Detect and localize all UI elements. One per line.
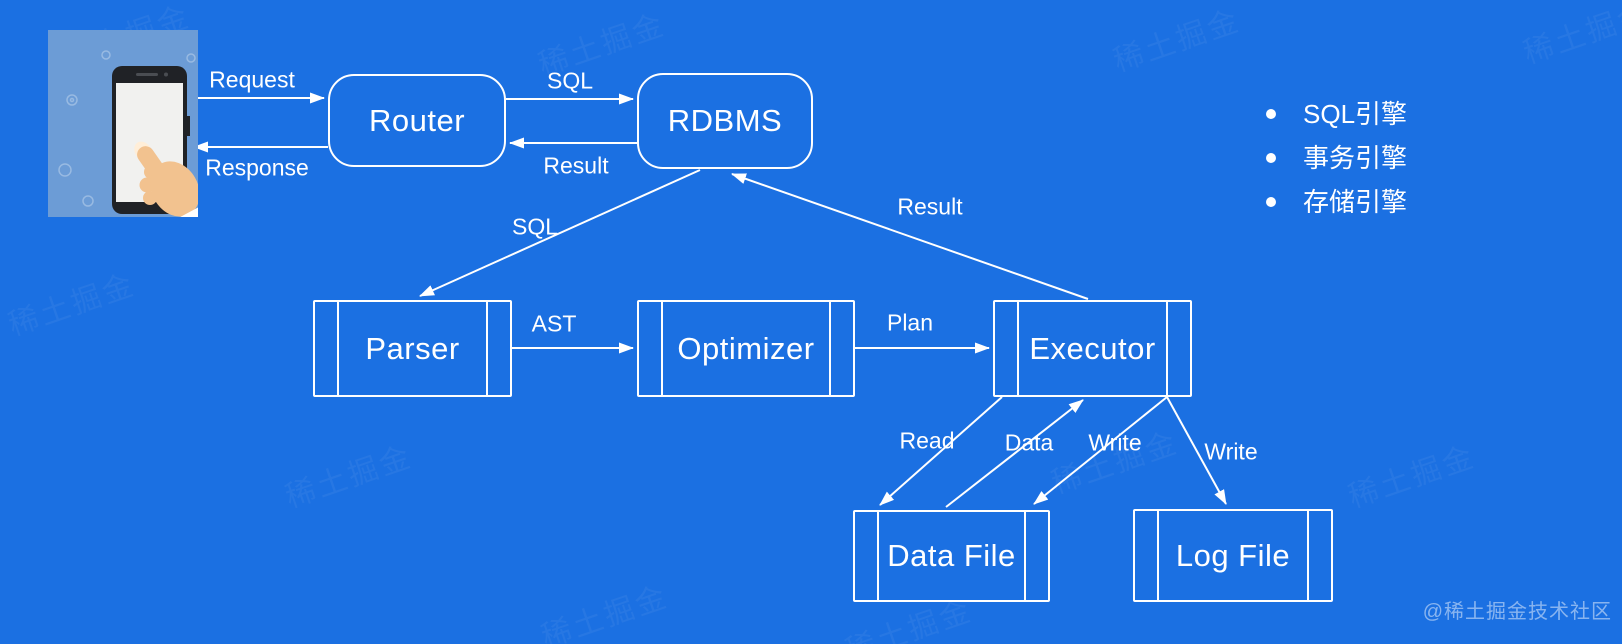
phone-speaker [136, 73, 158, 76]
edge-sql-rdbms-parser [419, 169, 701, 297]
palm [150, 161, 200, 217]
edge-data [945, 399, 1084, 508]
legend-item: 事务引擎 [1264, 136, 1407, 180]
legend-item: SQL引擎 [1264, 92, 1407, 136]
engine-legend-list: SQL引擎事务引擎存储引擎 [1264, 92, 1407, 224]
edge-read [879, 396, 1003, 506]
phone-camera [164, 72, 168, 77]
client-phone-card [48, 30, 259, 295]
site-watermark: @稀土掘金技术社区 [1422, 601, 1612, 623]
phone-side-button [187, 116, 190, 136]
edge-write-log-file [1166, 396, 1227, 505]
edge-write-data-file [1033, 396, 1168, 505]
card-decorations [58, 50, 196, 207]
client-phone-illustration [48, 30, 259, 295]
edge-result-executor-rdbms [731, 173, 1089, 300]
legend-item: 存储引擎 [1264, 180, 1407, 224]
